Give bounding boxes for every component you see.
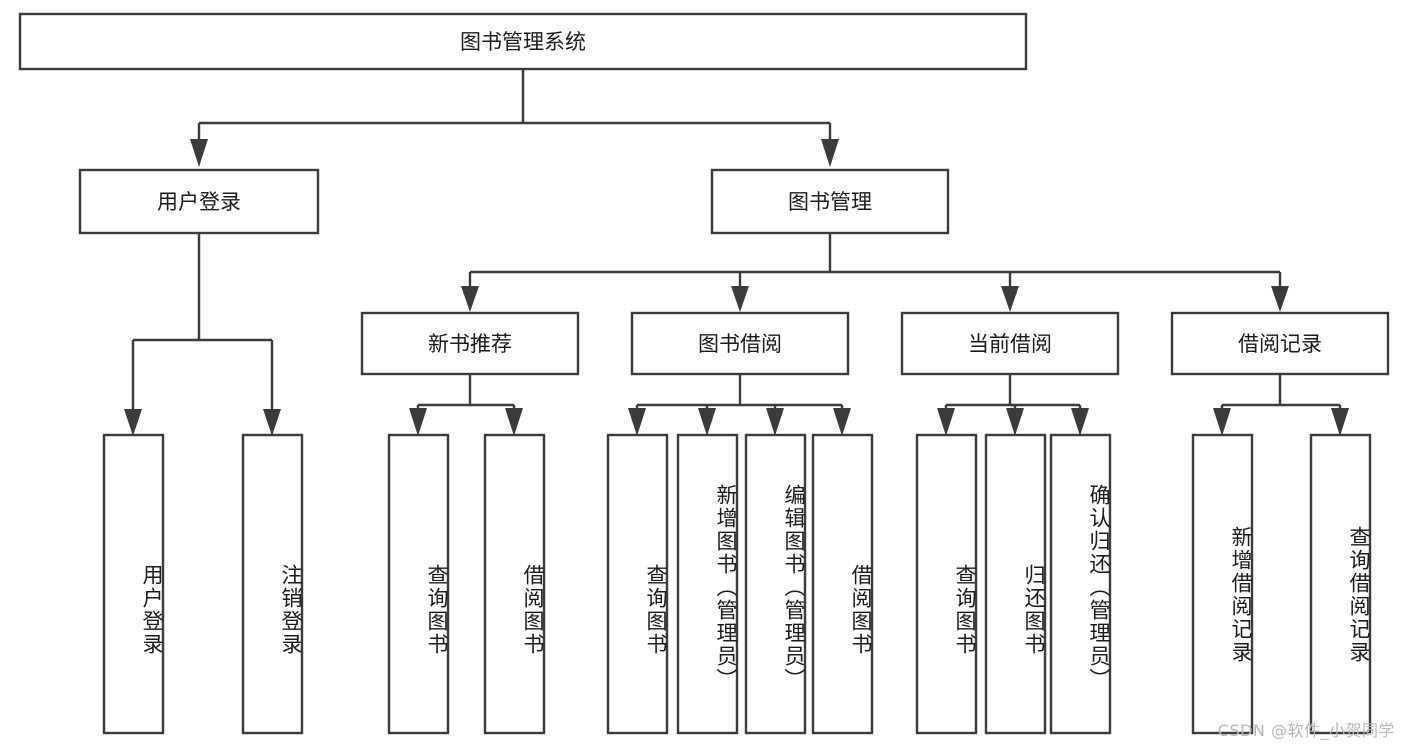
node-new-book-recommendation[interactable]: 新书推荐 (360, 311, 580, 376)
arrow-head-icon (698, 408, 716, 436)
arrow-head-icon (1213, 408, 1231, 436)
arrow-head-icon (1001, 286, 1019, 312)
node-box (78, 168, 320, 235)
node-box (710, 168, 950, 235)
connector-user-login-to-leaves (124, 233, 281, 436)
node-box (18, 12, 1028, 71)
leaf-box-query-book[interactable] (387, 433, 450, 735)
node-label: 图书管理 (788, 190, 872, 214)
node-box (360, 311, 580, 376)
node-book-management[interactable]: 图书管理 (710, 168, 950, 235)
node-label: 图书管理系统 (460, 30, 586, 54)
leaf-boxes-new-book (387, 433, 546, 735)
node-box (630, 311, 850, 376)
node-box (900, 311, 1120, 376)
node-label: 借阅记录 (1238, 332, 1322, 356)
leaf-box-add-borrow-record[interactable] (1191, 433, 1254, 735)
node-borrowing-record[interactable]: 借阅记录 (1170, 311, 1390, 376)
connector-borrow-record-to-leaves (1213, 374, 1349, 436)
node-label: 用户登录 (157, 190, 241, 214)
arrow-head-icon (1331, 408, 1349, 436)
leaf-boxes-borrow-record (1191, 433, 1372, 735)
arrow-head-icon (937, 408, 955, 436)
arrow-head-icon (1006, 408, 1024, 436)
arrow-head-icon (628, 408, 646, 436)
connector-new-book-to-leaves (409, 374, 523, 436)
leaf-box-user-login[interactable] (102, 433, 165, 735)
leaf-box-borrow-book[interactable] (811, 433, 874, 735)
arrow-head-icon (263, 409, 281, 436)
connector-current-borrow-to-leaves (937, 374, 1089, 436)
leaf-boxes-book-borrow (606, 433, 874, 735)
arrow-head-icon (766, 408, 784, 436)
connector-book-borrow-to-leaves (628, 374, 851, 436)
arrow-head-icon (833, 408, 851, 436)
csdn-watermark: CSDN @软件_小贺同学 (1217, 721, 1395, 740)
leaf-box-confirm-return-admin[interactable] (1049, 433, 1112, 735)
node-user-login[interactable]: 用户登录 (78, 168, 320, 235)
arrow-head-icon (124, 409, 142, 436)
node-current-borrowing[interactable]: 当前借阅 (900, 311, 1120, 376)
leaf-box-query-book[interactable] (915, 433, 978, 735)
node-label: 图书借阅 (698, 332, 782, 356)
leaf-boxes-user-login (102, 433, 304, 735)
arrow-head-icon (1271, 286, 1289, 312)
arrow-head-icon (409, 408, 427, 436)
node-root-book-management-system[interactable]: 图书管理系统 (18, 12, 1028, 71)
leaf-box-return-book[interactable] (984, 433, 1047, 735)
leaf-box-edit-book-admin[interactable] (744, 433, 807, 735)
connector-book-mgmt-to-level3 (461, 233, 1289, 312)
leaf-boxes-current-borrow (915, 433, 1112, 735)
node-label: 当前借阅 (968, 332, 1052, 356)
arrow-head-icon (190, 139, 208, 167)
node-box (1170, 311, 1390, 376)
arrow-head-icon (505, 408, 523, 436)
leaf-box-logout[interactable] (241, 433, 304, 735)
leaf-box-query-borrow-record[interactable] (1309, 433, 1372, 735)
leaf-box-add-book-admin[interactable] (676, 433, 739, 735)
node-book-borrowing[interactable]: 图书借阅 (630, 311, 850, 376)
leaf-box-query-book[interactable] (606, 433, 669, 735)
arrow-head-icon (821, 139, 839, 167)
node-label: 新书推荐 (428, 332, 512, 356)
connector-root-to-level2 (190, 69, 839, 167)
arrow-head-icon (1071, 408, 1089, 436)
arrow-head-icon (731, 286, 749, 312)
arrow-head-icon (461, 286, 479, 312)
leaf-box-borrow-book[interactable] (483, 433, 546, 735)
